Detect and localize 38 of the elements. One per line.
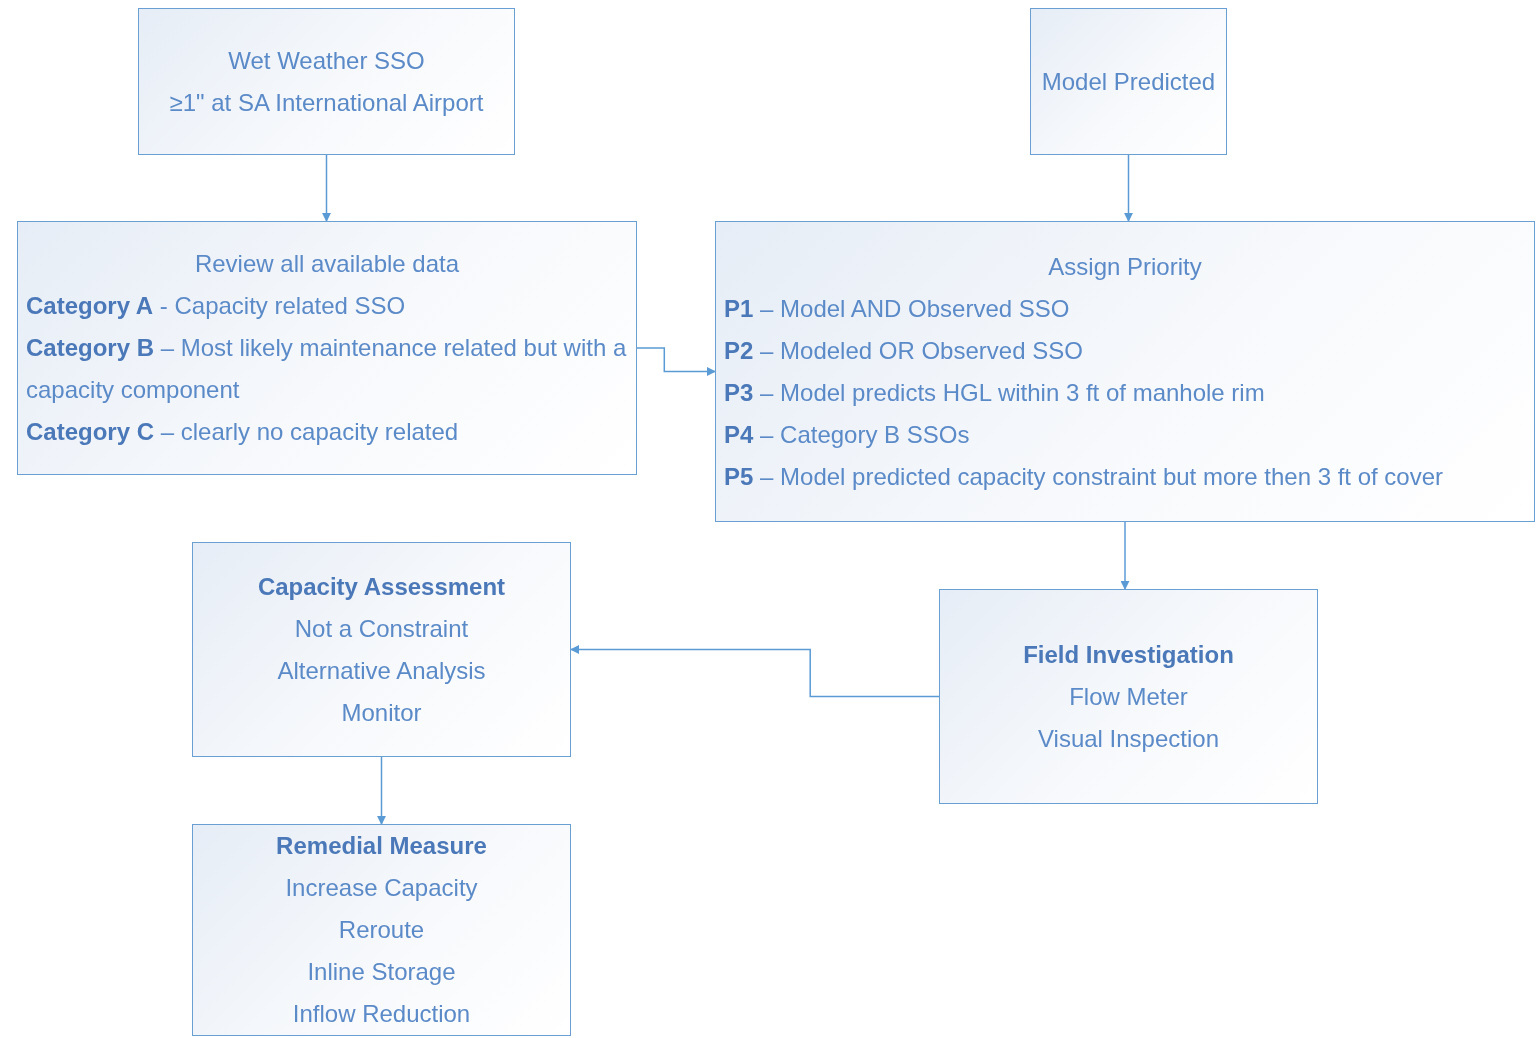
box-heading: Remedial Measure [275,831,488,861]
box-heading: Review all available data [193,249,461,279]
box-text: P2 – Modeled OR Observed SSO [724,335,1084,366]
box-text: Increase Capacity [284,873,479,903]
box-text: Alternative Analysis [276,655,487,686]
arrow [1124,154,1133,222]
process-box [939,589,1318,804]
box-text: Category C – clearly no capacity related [26,417,460,447]
arrow [636,347,716,376]
box-text: P5 – Model predicted capacity constraint but more then 3 ft of cover [724,461,1445,492]
box-text: Inflow Reduction [291,999,472,1029]
box-text: Category B – Most likely maintenance related but with a capacity component [26,333,628,405]
box-text: Monitor [340,697,423,728]
box-heading: Capacity Assessment [256,571,507,602]
box-text: Reroute [337,915,426,945]
box-text: Flow Meter [1068,681,1189,712]
box-text: P3 – Model predicts HGL within 3 ft of manhole rim [724,377,1266,408]
box-text: Category A - Capacity related SSO [26,291,407,321]
process-box [192,542,571,757]
box-text: Not a Constraint [293,613,470,644]
box-text: P4 – Category B SSOs [724,419,971,450]
process-box [192,824,571,1036]
box-text: Visual Inspection [1037,723,1220,754]
box-text: Inline Storage [306,957,457,987]
arrow [322,154,331,222]
box-heading: Model Predicted [1040,66,1217,97]
arrow [1120,521,1130,590]
process-box [1030,8,1227,155]
process-box [715,221,1535,522]
arrow [570,645,940,698]
box-heading: Wet Weather SSO [227,45,426,76]
process-box [17,221,637,475]
box-heading: Assign Priority [1047,251,1203,282]
box-heading: Field Investigation [1022,639,1235,670]
box-text: P1 – Model AND Observed SSO [724,293,1071,324]
arrow [377,756,386,825]
process-box [138,8,515,155]
box-text: ≥1" at SA International Airport [168,87,485,118]
